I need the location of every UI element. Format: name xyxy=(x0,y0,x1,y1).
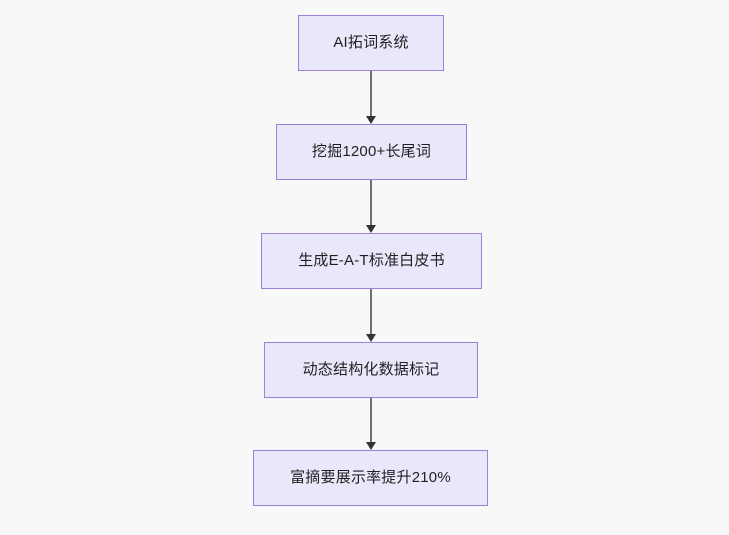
flow-node-ai-keyword-system[interactable]: AI拓词系统 xyxy=(298,15,444,71)
arrow-head-icon xyxy=(366,225,376,233)
flow-edge-line xyxy=(370,289,372,335)
arrow-head-icon xyxy=(366,442,376,450)
flow-edge-line xyxy=(370,71,372,117)
flow-edge-line xyxy=(370,398,372,443)
flow-node-label: 动态结构化数据标记 xyxy=(302,361,440,378)
arrow-head-icon xyxy=(366,334,376,342)
flow-node-longtail-keywords[interactable]: 挖掘1200+长尾词 xyxy=(276,124,467,180)
flow-node-label: AI拓词系统 xyxy=(333,34,409,51)
flow-node-eat-whitepaper[interactable]: 生成E-A-T标准白皮书 xyxy=(261,233,482,289)
flow-node-label: 生成E-A-T标准白皮书 xyxy=(298,252,445,269)
flow-node-structured-data-markup[interactable]: 动态结构化数据标记 xyxy=(264,342,478,398)
flow-node-label: 挖掘1200+长尾词 xyxy=(311,143,432,160)
flow-edge-line xyxy=(370,180,372,226)
flow-node-rich-snippet-result[interactable]: 富摘要展示率提升210% xyxy=(253,450,488,506)
flow-node-label: 富摘要展示率提升210% xyxy=(290,469,451,486)
arrow-head-icon xyxy=(366,116,376,124)
